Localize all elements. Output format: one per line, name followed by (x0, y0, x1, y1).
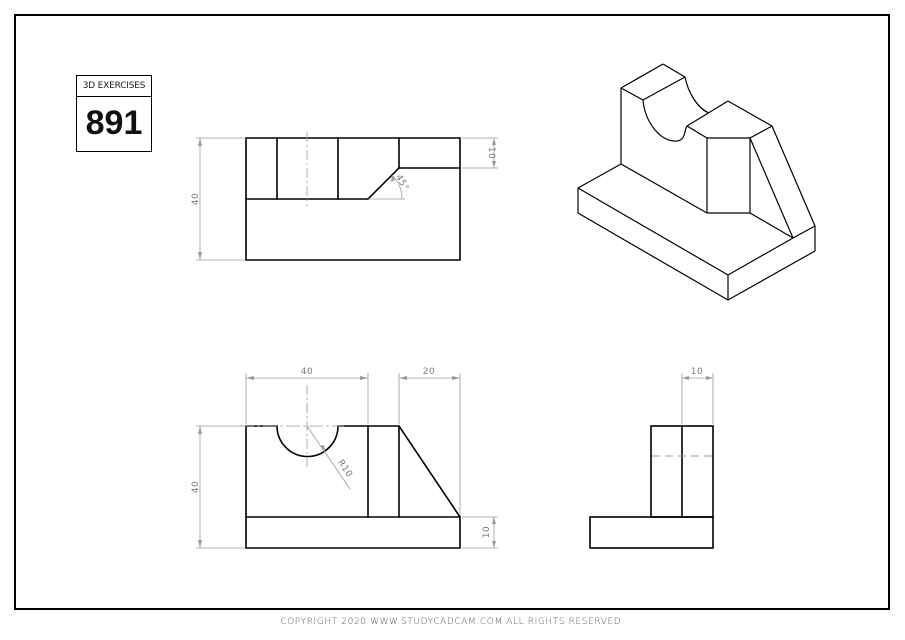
arrow-icon (360, 376, 368, 380)
iso-edge (620, 87, 644, 101)
arrow-icon (391, 175, 395, 182)
exercise-badge: 3D EXERCISES 891 (76, 75, 152, 152)
iso-edge (749, 212, 794, 239)
arrow-icon (198, 426, 202, 434)
dim-top-step: 10 (486, 147, 496, 159)
arrow-icon (492, 517, 496, 524)
iso-slope-edge (749, 137, 794, 239)
dim-chamfer-angle: 45° (393, 173, 410, 193)
arrow-icon (452, 376, 460, 380)
iso-edge (620, 163, 708, 214)
badge-label: 3D EXERCISES (77, 76, 151, 97)
iso-edge (642, 76, 686, 101)
dim-slot-width: 40 (301, 367, 313, 377)
side-view: 10 (589, 367, 714, 549)
arrow-icon (492, 138, 496, 145)
arrow-icon (320, 445, 325, 452)
iso-edge (727, 100, 773, 127)
top-view-outline (245, 137, 461, 261)
iso-edge (620, 63, 664, 89)
front-view: R10 40 20 40 10 (191, 367, 498, 549)
side-view-base (589, 516, 714, 549)
arrow-icon (682, 376, 689, 380)
top-view-chamfer (366, 166, 401, 201)
arrow-icon (492, 161, 496, 168)
arrow-icon (198, 252, 202, 260)
dim-front-height: 40 (191, 481, 201, 493)
iso-edge (662, 63, 686, 78)
arrow-icon (492, 541, 496, 548)
arrow-icon (399, 376, 407, 380)
dim-radius: R10 (335, 458, 354, 480)
dim-top-height: 40 (191, 193, 201, 205)
angle-arc (391, 174, 403, 200)
dim-wall-thickness: 10 (691, 367, 703, 377)
arrow-icon (246, 376, 254, 380)
iso-edge (727, 237, 794, 276)
arrow-icon (198, 138, 202, 146)
top-view: 40 10 45° (191, 132, 498, 261)
iso-base (577, 163, 816, 301)
radius-leader (306, 425, 351, 490)
iso-cutout-front-arc (642, 99, 688, 142)
dim-rib-width: 20 (423, 367, 435, 377)
exercise-number: 891 (85, 104, 143, 142)
dim-base-thickness: 10 (482, 526, 492, 538)
iso-slope-edge (771, 125, 816, 227)
front-view-outline (245, 425, 461, 549)
iso-edge (686, 100, 729, 127)
arrow-icon (198, 540, 202, 548)
iso-cutout-back-arc (684, 76, 710, 114)
copyright-text: COPYRIGHT 2020 WWW.STUDYCADCAM.COM ALL R… (280, 617, 625, 627)
iso-edge (749, 125, 773, 139)
arrow-icon (706, 376, 713, 380)
isometric-view (577, 63, 816, 301)
sheet-border (14, 14, 890, 610)
iso-edge (577, 187, 729, 276)
iso-edge (686, 125, 708, 139)
